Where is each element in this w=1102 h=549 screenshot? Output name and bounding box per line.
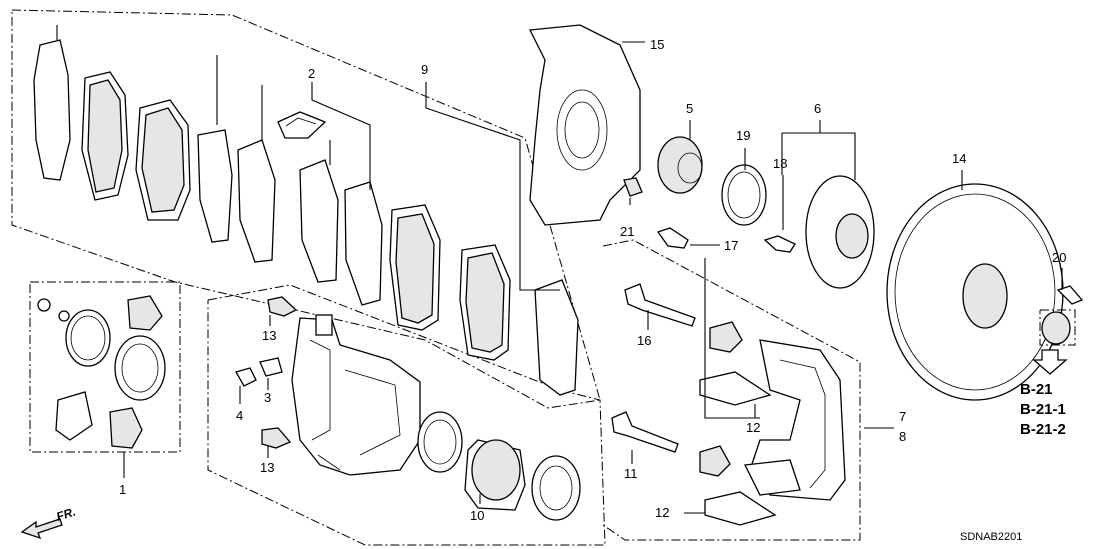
seal-kit-parts [37,295,166,449]
hub-flange [805,175,875,289]
hub-dashed-box [1039,309,1076,346]
label-part-9: 9 [421,62,428,77]
reference-b21-1: B-21-1 [1020,401,1066,418]
label-part-4: 4 [236,408,243,423]
snap-ring [721,164,767,226]
label-part-11: 11 [624,466,638,481]
label-part-10: 10 [470,508,484,523]
hub-nut [1041,311,1071,345]
caliper-bracket [744,339,846,501]
piston-and-seals [417,411,581,521]
label-part-20: 20 [1052,250,1066,265]
reference-b21: B-21 [1020,381,1053,398]
direction-label: FR. [55,505,78,524]
bolt-17 [656,227,689,249]
reference-b21-2: B-21-2 [1020,421,1066,438]
pad-set-inner [299,159,579,396]
label-part-3: 3 [264,390,271,405]
label-part-1: 1 [119,482,126,497]
label-part-15: 15 [650,37,664,52]
hub-bolt-18 [763,235,796,253]
label-part-6: 6 [814,101,821,116]
reference-arrow-icon [1032,349,1068,375]
label-part-12a: 12 [746,420,760,435]
splash-shield [528,24,641,226]
wheel-bearing [657,136,703,194]
group-outline-caliper [207,284,606,546]
brake-rotor [886,183,1064,401]
label-part-19: 19 [736,128,750,143]
label-part-7: 7 [899,409,906,424]
pad-set-outer [33,39,276,263]
label-part-8: 8 [899,429,906,444]
leader-lines [239,41,1063,514]
front-direction-arrow-icon [20,518,63,540]
label-part-18: 18 [773,156,787,171]
group-outline-seal-kit [29,281,181,453]
rotor-screw-20 [1056,285,1084,305]
caliper-body [291,314,421,476]
label-part-16: 16 [637,333,651,348]
diagram-code: SDNAB2201 [960,531,1022,543]
bolts-left [235,296,298,449]
label-part-17: 17 [724,238,738,253]
label-part-2: 2 [308,66,315,81]
label-part-12b: 12 [655,505,669,520]
label-part-14: 14 [952,151,966,166]
group-outline-pads [11,9,601,409]
wear-clip [277,111,327,139]
label-part-5: 5 [686,101,693,116]
label-part-21: 21 [620,224,634,239]
leader-lines-pads [56,25,560,291]
guide-pins [611,283,743,477]
label-part-13b: 13 [260,460,274,475]
group-outline-bracket [602,239,861,541]
bolt-21 [623,177,643,197]
label-part-13a: 13 [262,328,276,343]
